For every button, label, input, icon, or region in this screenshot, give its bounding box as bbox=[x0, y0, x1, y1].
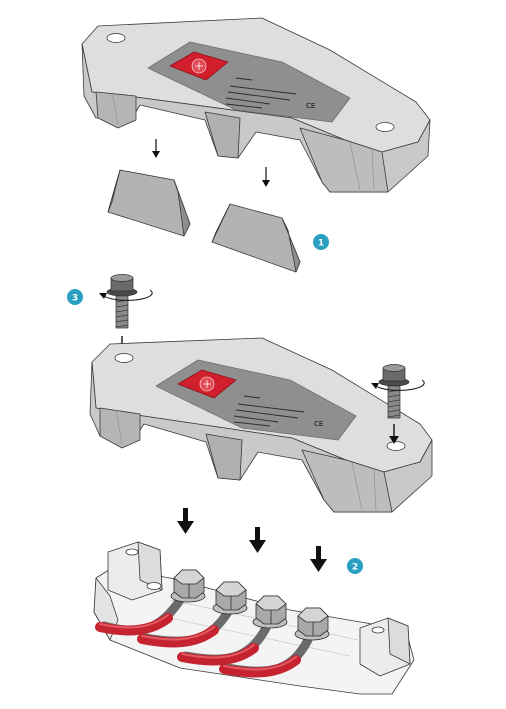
screw-left bbox=[106, 274, 138, 329]
step-badge-3: 3 bbox=[67, 289, 83, 305]
svg-text:2: 2 bbox=[352, 563, 358, 573]
top-cover-hole-right bbox=[375, 122, 395, 132]
step-badge-2: 2 bbox=[347, 558, 363, 574]
top-cover-leg-right bbox=[299, 127, 389, 193]
bottom-cover-leg-right bbox=[301, 449, 393, 513]
bottom-cover-hole-right bbox=[386, 441, 406, 451]
rotation-arrow-right bbox=[371, 379, 425, 391]
rotation-arrow-left bbox=[99, 289, 153, 301]
terminal-nut-2 bbox=[212, 581, 248, 615]
top-cover-leg-middle bbox=[204, 111, 241, 159]
bottom-cover-leg-middle bbox=[205, 433, 243, 481]
terminal-nut-1 bbox=[170, 569, 206, 603]
svg-text:1: 1 bbox=[318, 239, 324, 249]
top-cover: CE bbox=[81, 17, 431, 193]
screw-right bbox=[378, 364, 410, 419]
step1-arrows bbox=[152, 139, 270, 187]
terminal-nut-3 bbox=[252, 595, 288, 629]
top-cover-hole-left bbox=[106, 33, 126, 43]
bottom-cover-leg-left bbox=[99, 407, 141, 449]
top-cover-cert-mark: CE bbox=[306, 102, 315, 110]
bottom-cover-cert-mark: CE bbox=[314, 420, 323, 428]
cable-4 bbox=[219, 635, 313, 678]
cable-1 bbox=[95, 595, 185, 636]
wedge-insert-left bbox=[107, 169, 191, 237]
screw-right-arrow bbox=[389, 424, 399, 444]
svg-text:3: 3 bbox=[72, 294, 78, 304]
cable-2 bbox=[137, 607, 233, 648]
wedge-insert-right bbox=[211, 203, 301, 273]
bottom-cover-hole-left bbox=[114, 353, 134, 363]
top-cover-leg-left bbox=[95, 91, 137, 129]
bottom-cover: CE bbox=[89, 337, 433, 513]
step2-arrows bbox=[177, 508, 327, 572]
cable-3 bbox=[177, 623, 271, 666]
step-badge-1: 1 bbox=[313, 234, 329, 250]
terminal-nut-4 bbox=[294, 607, 330, 641]
